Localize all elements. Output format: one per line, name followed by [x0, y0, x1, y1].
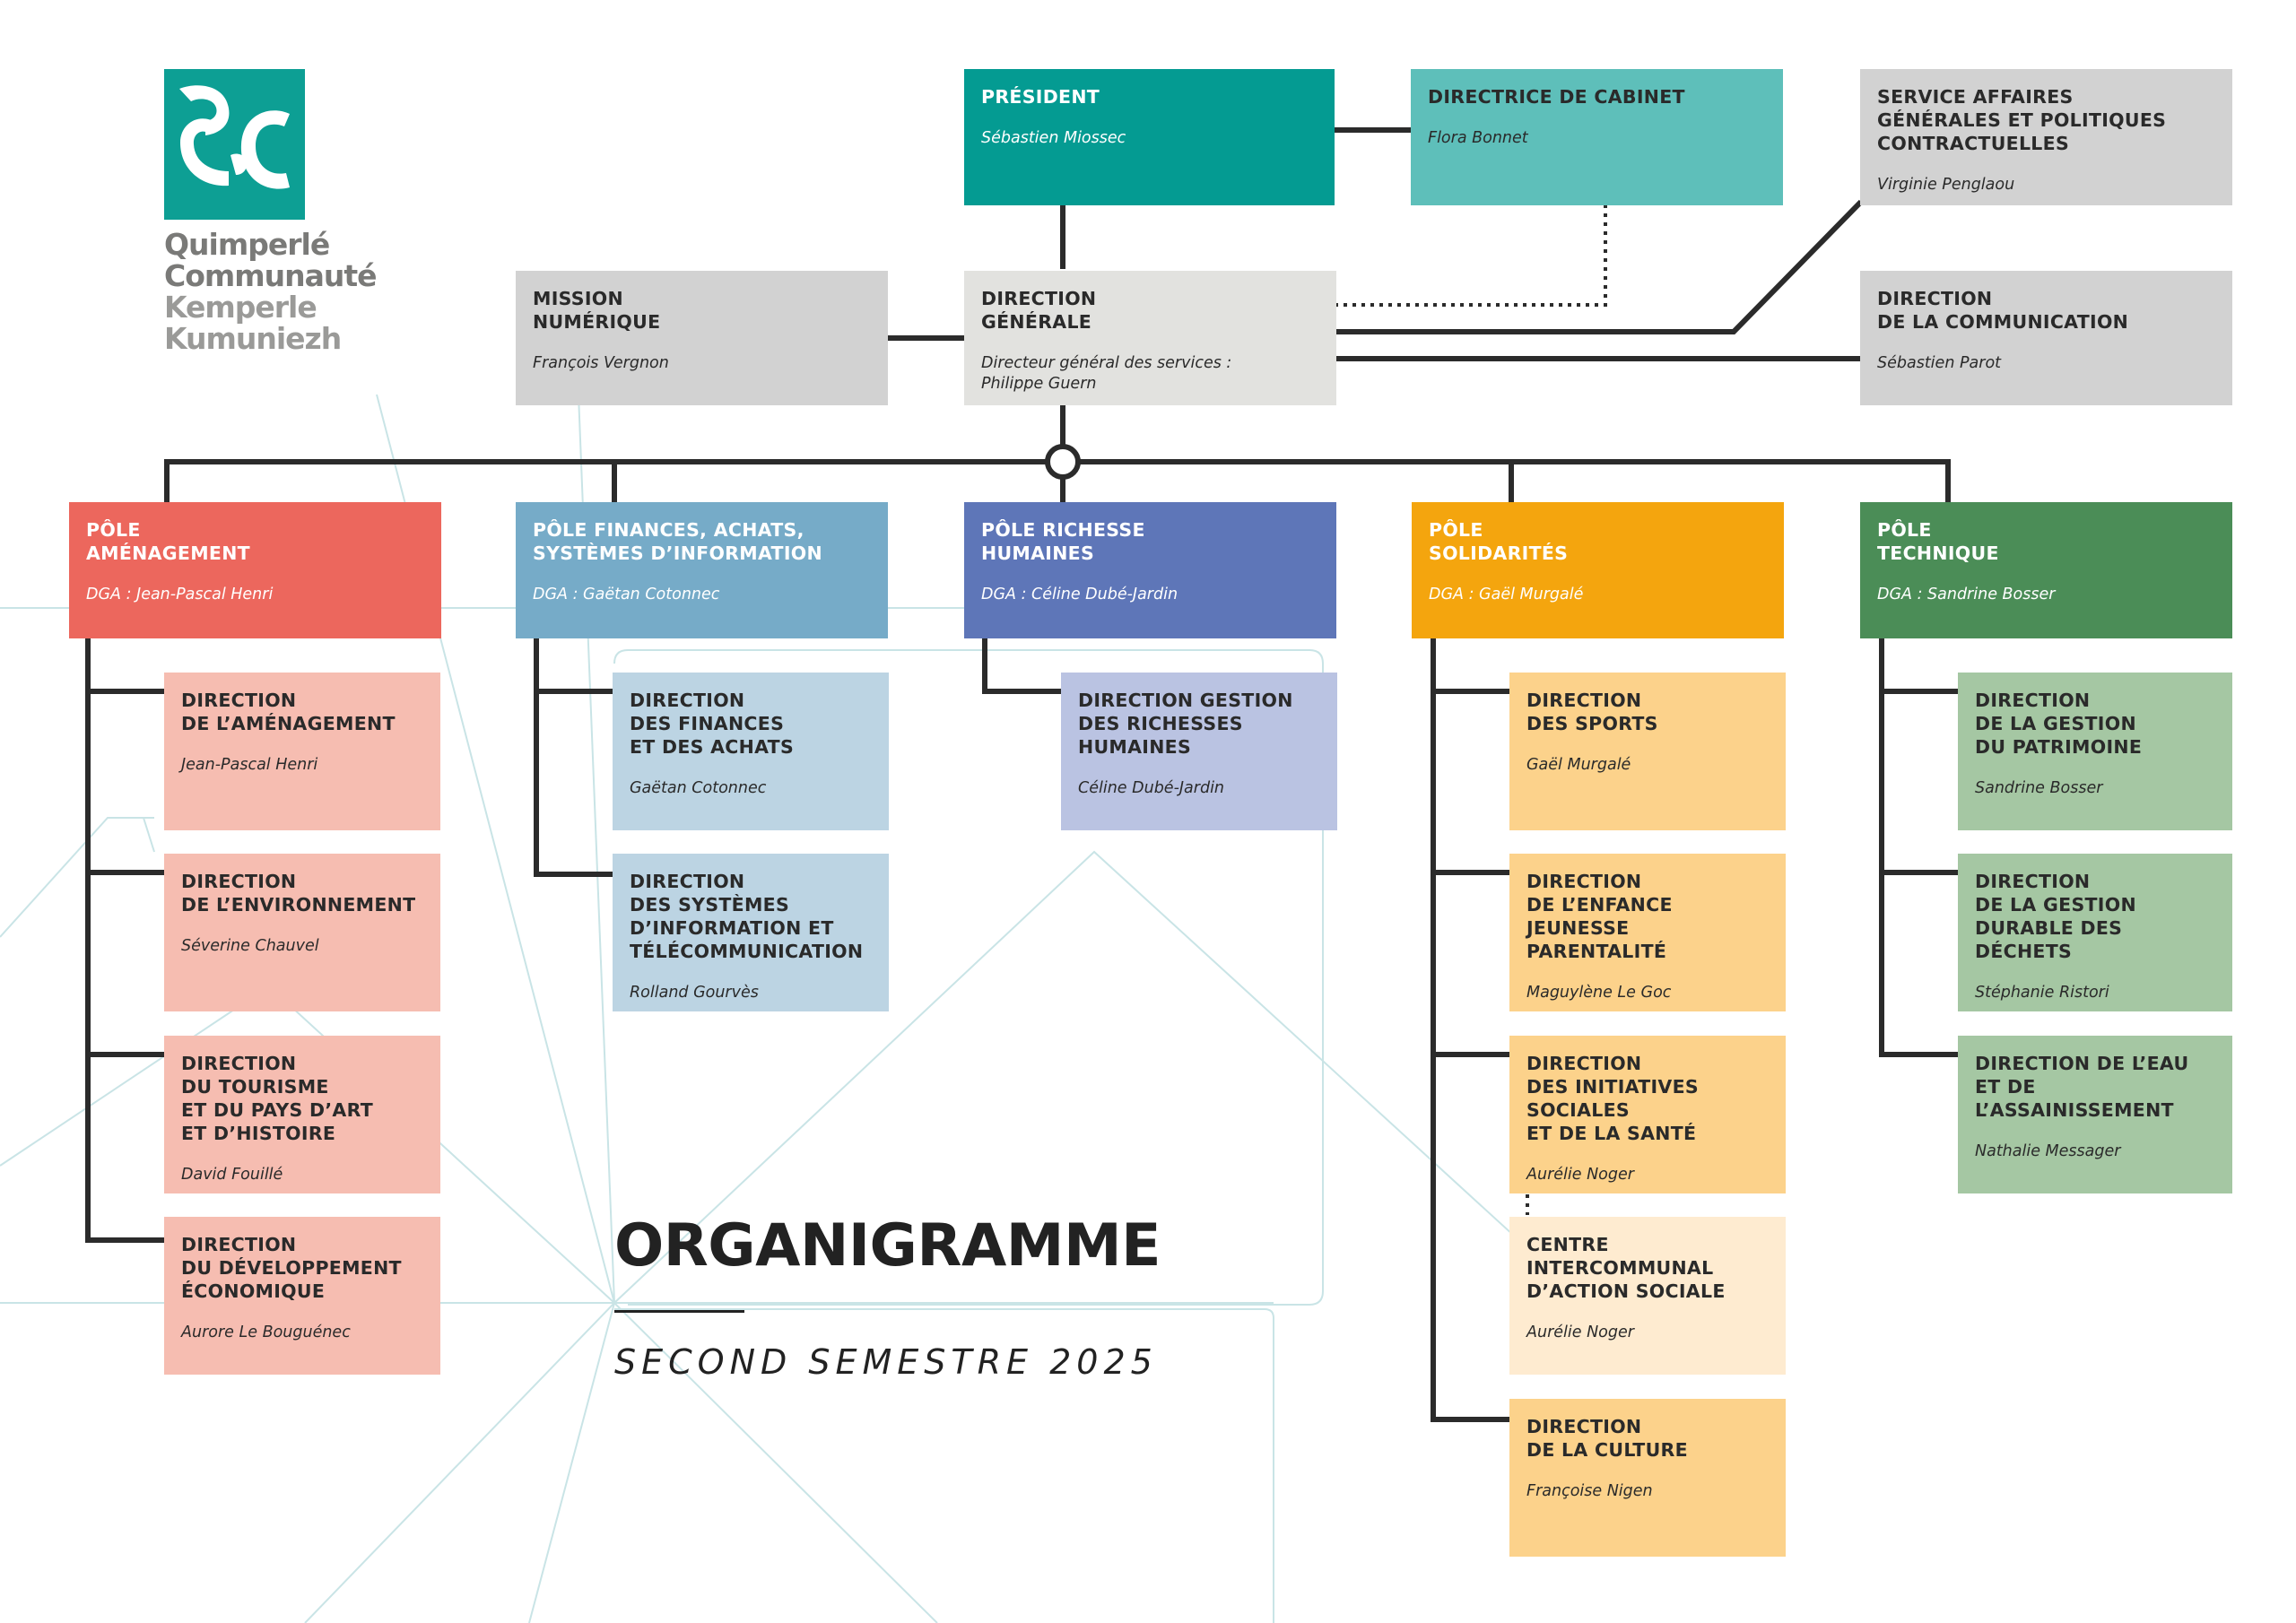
direction-person: Jean-Pascal Henri [181, 756, 318, 774]
direction-person: Rolland Gourvès [630, 984, 759, 1002]
direction-box: DIRECTION DE L’AMÉNAGEMENT Jean-Pascal H… [164, 673, 440, 830]
direction-title: DIRECTION DU TOURISME ET DU PAYS D’ART E… [181, 1053, 374, 1144]
pole-title: PÔLE RICHESSE HUMAINES [981, 519, 1145, 564]
direction-title: DIRECTION DE L’ENVIRONNEMENT [181, 871, 416, 916]
direction-box: DIRECTION DE LA GESTION DU PATRIMOINE Sa… [1958, 673, 2232, 830]
direction-box: DIRECTION GESTION DES RICHESSES HUMAINES… [1061, 673, 1337, 830]
box-direction-generale: DIRECTION GÉNÉRALE Directeur général des… [964, 271, 1336, 405]
page-title: ORGANIGRAMME [614, 1212, 1161, 1280]
direction-title: DIRECTION DE LA GESTION DURABLE DES DÉCH… [1975, 871, 2136, 962]
logo-line: Communauté [164, 258, 378, 293]
pole-technique: PÔLE TECHNIQUE DGA : Sandrine Bosser [1860, 502, 2232, 638]
pole-dga: DGA : Sandrine Bosser [1877, 586, 2056, 603]
pole-title: PÔLE AMÉNAGEMENT [86, 519, 250, 564]
logo: Quimperlé Communauté Kemperle Kumuniezh [164, 69, 378, 356]
direction-title: DIRECTION DES FINANCES ET DES ACHATS [630, 690, 795, 758]
direction-box: DIRECTION DES SYSTÈMES D’INFORMATION ET … [613, 854, 889, 1011]
direction-title: DIRECTION DES INITIATIVES SOCIALES ET DE… [1526, 1053, 1699, 1144]
pole-title: PÔLE TECHNIQUE [1877, 519, 1999, 564]
direction-person: Françoise Nigen [1526, 1482, 1653, 1500]
box-cabinet: DIRECTRICE DE CABINET Flora Bonnet [1411, 69, 1783, 205]
direction-title: DIRECTION DES SYSTÈMES D’INFORMATION ET … [630, 871, 864, 962]
pole-dga: DGA : Céline Dubé-Jardin [981, 586, 1178, 603]
direction-box: DIRECTION DES SPORTS Gaël Murgalé [1509, 673, 1786, 830]
box-person: Directeur général des services : Philipp… [981, 354, 1232, 393]
direction-box: DIRECTION DU TOURISME ET DU PAYS D’ART E… [164, 1036, 440, 1193]
logo-mark [164, 69, 305, 220]
page-subtitle: SECOND SEMESTRE 2025 [614, 1342, 1158, 1382]
direction-title: CENTRE INTERCOMMUNAL D’ACTION SOCIALE [1526, 1234, 1726, 1302]
direction-box: DIRECTION DU DÉVELOPPEMENT ÉCONOMIQUE Au… [164, 1217, 440, 1375]
pole-amenagement: PÔLE AMÉNAGEMENT DGA : Jean-Pascal Henri [69, 502, 441, 638]
direction-box: DIRECTION DE L’EAU ET DE L’ASSAINISSEMEN… [1958, 1036, 2232, 1193]
box-title: MISSION NUMÉRIQUE [533, 288, 661, 333]
pole-finances: PÔLE FINANCES, ACHATS, SYSTÈMES D’INFORM… [516, 502, 888, 638]
logo-line: Quimperlé [164, 227, 330, 262]
pole-richesses-humaines: PÔLE RICHESSE HUMAINES DGA : Céline Dubé… [964, 502, 1336, 638]
direction-person: Aurélie Noger [1526, 1324, 1634, 1341]
box-title: DIRECTRICE DE CABINET [1428, 86, 1685, 108]
box-president: PRÉSIDENT Sébastien Miossec [964, 69, 1335, 205]
direction-person: Céline Dubé-Jardin [1078, 779, 1225, 797]
box-communication: DIRECTION DE LA COMMUNICATION Sébastien … [1860, 271, 2232, 405]
pole-solidarites: PÔLE SOLIDARITÉS DGA : Gaël Murgalé [1412, 502, 1784, 638]
box-person: Sébastien Miossec [981, 129, 1126, 147]
direction-box: DIRECTION DES INITIATIVES SOCIALES ET DE… [1509, 1036, 1786, 1193]
pole-dga: DGA : Gaël Murgalé [1429, 586, 1584, 603]
pole-dga: DGA : Jean-Pascal Henri [86, 586, 274, 603]
direction-box: DIRECTION DES FINANCES ET DES ACHATS Gaë… [613, 673, 889, 830]
direction-person: Aurore Le Bouguénec [181, 1324, 351, 1341]
direction-person: Sandrine Bosser [1975, 779, 2103, 797]
box-title: DIRECTION DE LA COMMUNICATION [1877, 288, 2129, 333]
pole-title: PÔLE SOLIDARITÉS [1429, 519, 1569, 564]
direction-box: DIRECTION DE LA GESTION DURABLE DES DÉCH… [1958, 854, 2232, 1011]
direction-person: David Fouillé [181, 1166, 283, 1184]
box-affaires-generales: SERVICE AFFAIRES GÉNÉRALES ET POLITIQUES… [1860, 69, 2232, 205]
direction-title: DIRECTION DE L’ENFANCE JEUNESSE PARENTAL… [1526, 871, 1673, 962]
box-mission-numerique: MISSION NUMÉRIQUE François Vergnon [516, 271, 888, 405]
direction-title: DIRECTION DE L’AMÉNAGEMENT [181, 690, 396, 734]
direction-title: DIRECTION DE LA GESTION DU PATRIMOINE [1975, 690, 2143, 758]
title-divider [614, 1310, 744, 1313]
direction-box: DIRECTION DE LA CULTURE Françoise Nigen [1509, 1399, 1786, 1557]
direction-title: DIRECTION DES SPORTS [1526, 690, 1658, 734]
pole-title: PÔLE FINANCES, ACHATS, SYSTÈMES D’INFORM… [533, 519, 822, 564]
direction-title: DIRECTION DE L’EAU ET DE L’ASSAINISSEMEN… [1975, 1053, 2189, 1121]
logo-symbol-icon [179, 85, 290, 189]
direction-box: CENTRE INTERCOMMUNAL D’ACTION SOCIALE Au… [1509, 1217, 1786, 1375]
logo-line: Kemperle [164, 290, 317, 325]
direction-title: DIRECTION GESTION DES RICHESSES HUMAINES [1078, 690, 1293, 758]
direction-person: Séverine Chauvel [181, 937, 319, 955]
box-title: SERVICE AFFAIRES GÉNÉRALES ET POLITIQUES… [1877, 86, 2167, 154]
direction-person: Gaëtan Cotonnec [630, 779, 767, 797]
box-person: Virginie Penglaou [1877, 176, 2015, 194]
direction-box: DIRECTION DE L’ENVIRONNEMENT Séverine Ch… [164, 854, 440, 1011]
direction-person: Aurélie Noger [1526, 1166, 1634, 1184]
logo-line: Kumuniezh [164, 321, 342, 356]
direction-person: Maguylène Le Goc [1526, 984, 1672, 1002]
box-title: DIRECTION GÉNÉRALE [981, 288, 1097, 333]
logo-wordmark: Quimperlé Communauté Kemperle Kumuniezh [164, 227, 378, 356]
box-title: PRÉSIDENT [981, 86, 1100, 108]
direction-title: DIRECTION DU DÉVELOPPEMENT ÉCONOMIQUE [181, 1234, 402, 1302]
box-person: Sébastien Parot [1877, 354, 2002, 372]
direction-person: Gaël Murgalé [1526, 756, 1631, 774]
direction-box: DIRECTION DE L’ENFANCE JEUNESSE PARENTAL… [1509, 854, 1786, 1011]
direction-title: DIRECTION DE LA CULTURE [1526, 1416, 1688, 1461]
direction-person: Stéphanie Ristori [1975, 984, 2109, 1002]
pole-dga: DGA : Gaëtan Cotonnec [533, 586, 720, 603]
direction-person: Nathalie Messager [1975, 1142, 2121, 1160]
box-person: Flora Bonnet [1428, 129, 1528, 147]
box-person: François Vergnon [533, 354, 669, 372]
